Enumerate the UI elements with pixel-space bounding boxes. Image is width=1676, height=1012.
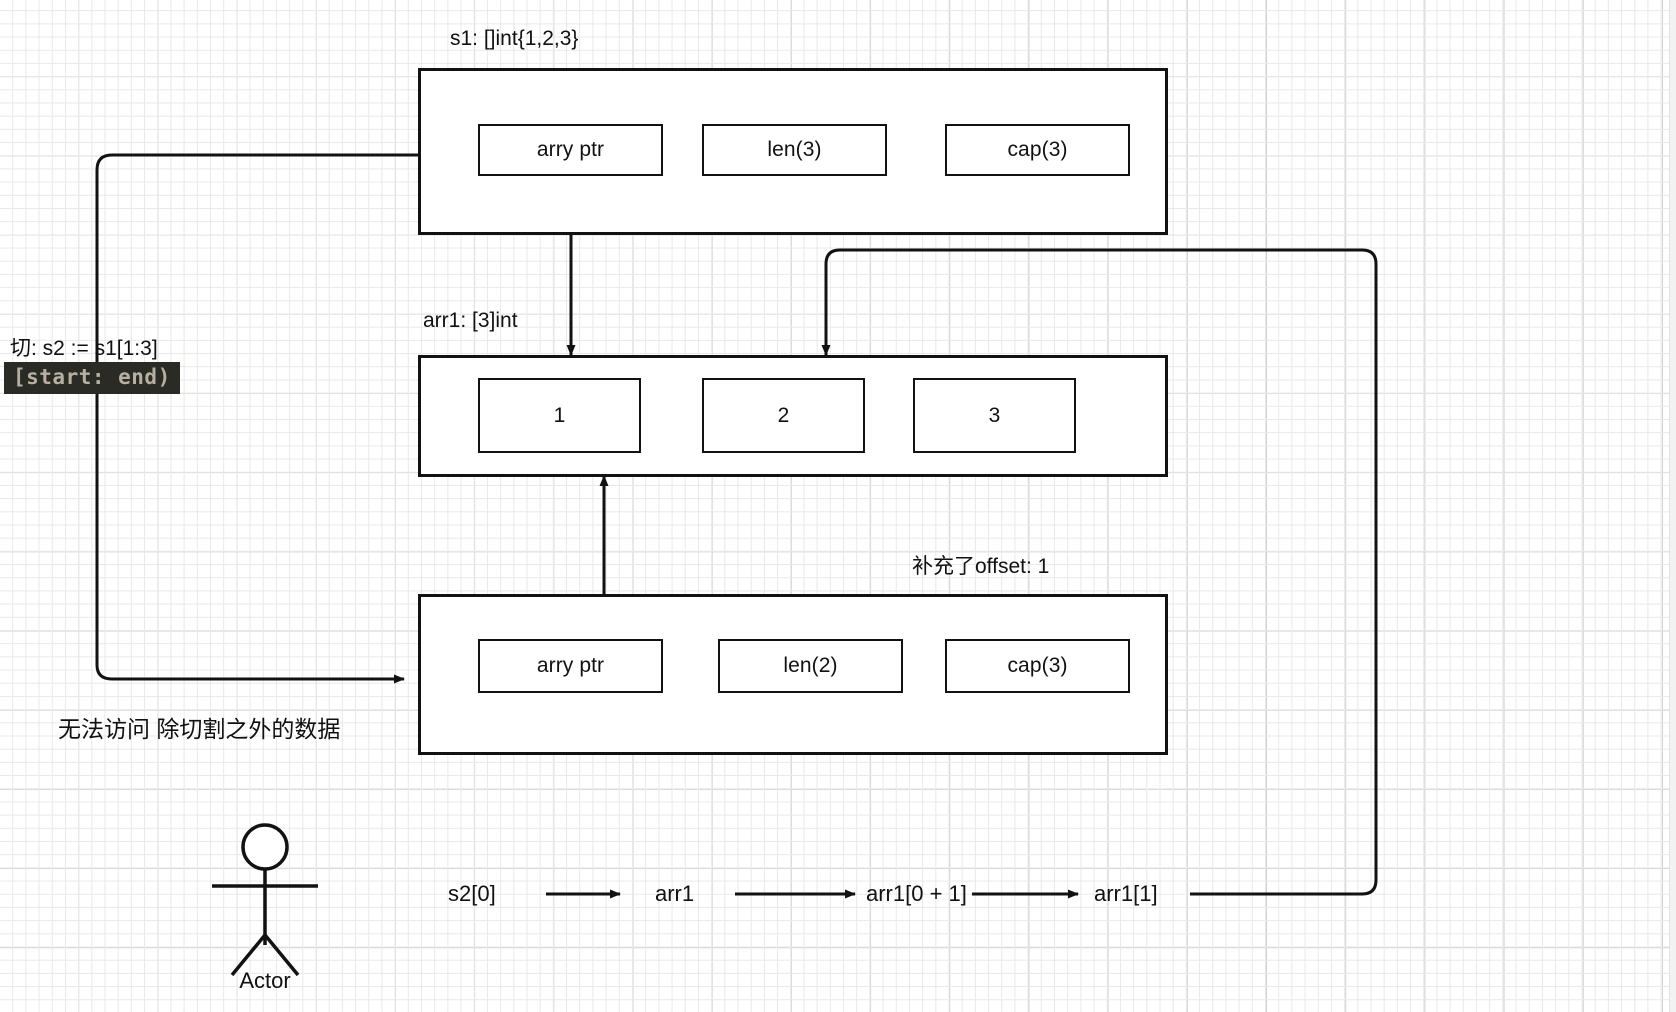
label-no-access-note: 无法访问 除切割之外的数据 xyxy=(58,716,341,742)
label-offset-note: 补充了offset: 1 xyxy=(912,555,1050,578)
right-scrollbar-gutter[interactable] xyxy=(1669,0,1676,1012)
field-s1-array-ptr[interactable]: arry ptr xyxy=(478,124,663,176)
array-cell-2[interactable]: 3 xyxy=(913,378,1076,453)
field-s1-len[interactable]: len(3) xyxy=(702,124,887,176)
field-s2-len[interactable]: len(2) xyxy=(718,639,903,693)
label-arr1-title: arr1: [3]int xyxy=(423,309,518,332)
code-chip-start-end: [start: end) xyxy=(4,362,180,394)
flow-step-0: s2[0] xyxy=(448,881,496,906)
label-s1-title: s1: []int{1,2,3} xyxy=(450,27,579,50)
edge-arr1idx1-to-arr1cell2 xyxy=(821,248,1378,896)
field-s2-array-ptr[interactable]: arry ptr xyxy=(478,639,663,693)
flow-step-1: arr1 xyxy=(655,881,695,906)
field-s2-cap[interactable]: cap(3) xyxy=(945,639,1130,693)
flow-step-3: arr1[1] xyxy=(1094,881,1158,906)
edge-s1-to-s2-left-route xyxy=(95,153,418,684)
array-cell-1[interactable]: 2 xyxy=(702,378,865,453)
field-s1-cap[interactable]: cap(3) xyxy=(945,124,1130,176)
actor-figure xyxy=(212,823,318,977)
label-slice-expression: 切: s2 := s1[1:3] xyxy=(10,337,158,360)
array-cell-0[interactable]: 1 xyxy=(478,378,641,453)
flow-step-2: arr1[0 + 1] xyxy=(866,881,967,906)
actor-label: Actor xyxy=(239,968,291,993)
